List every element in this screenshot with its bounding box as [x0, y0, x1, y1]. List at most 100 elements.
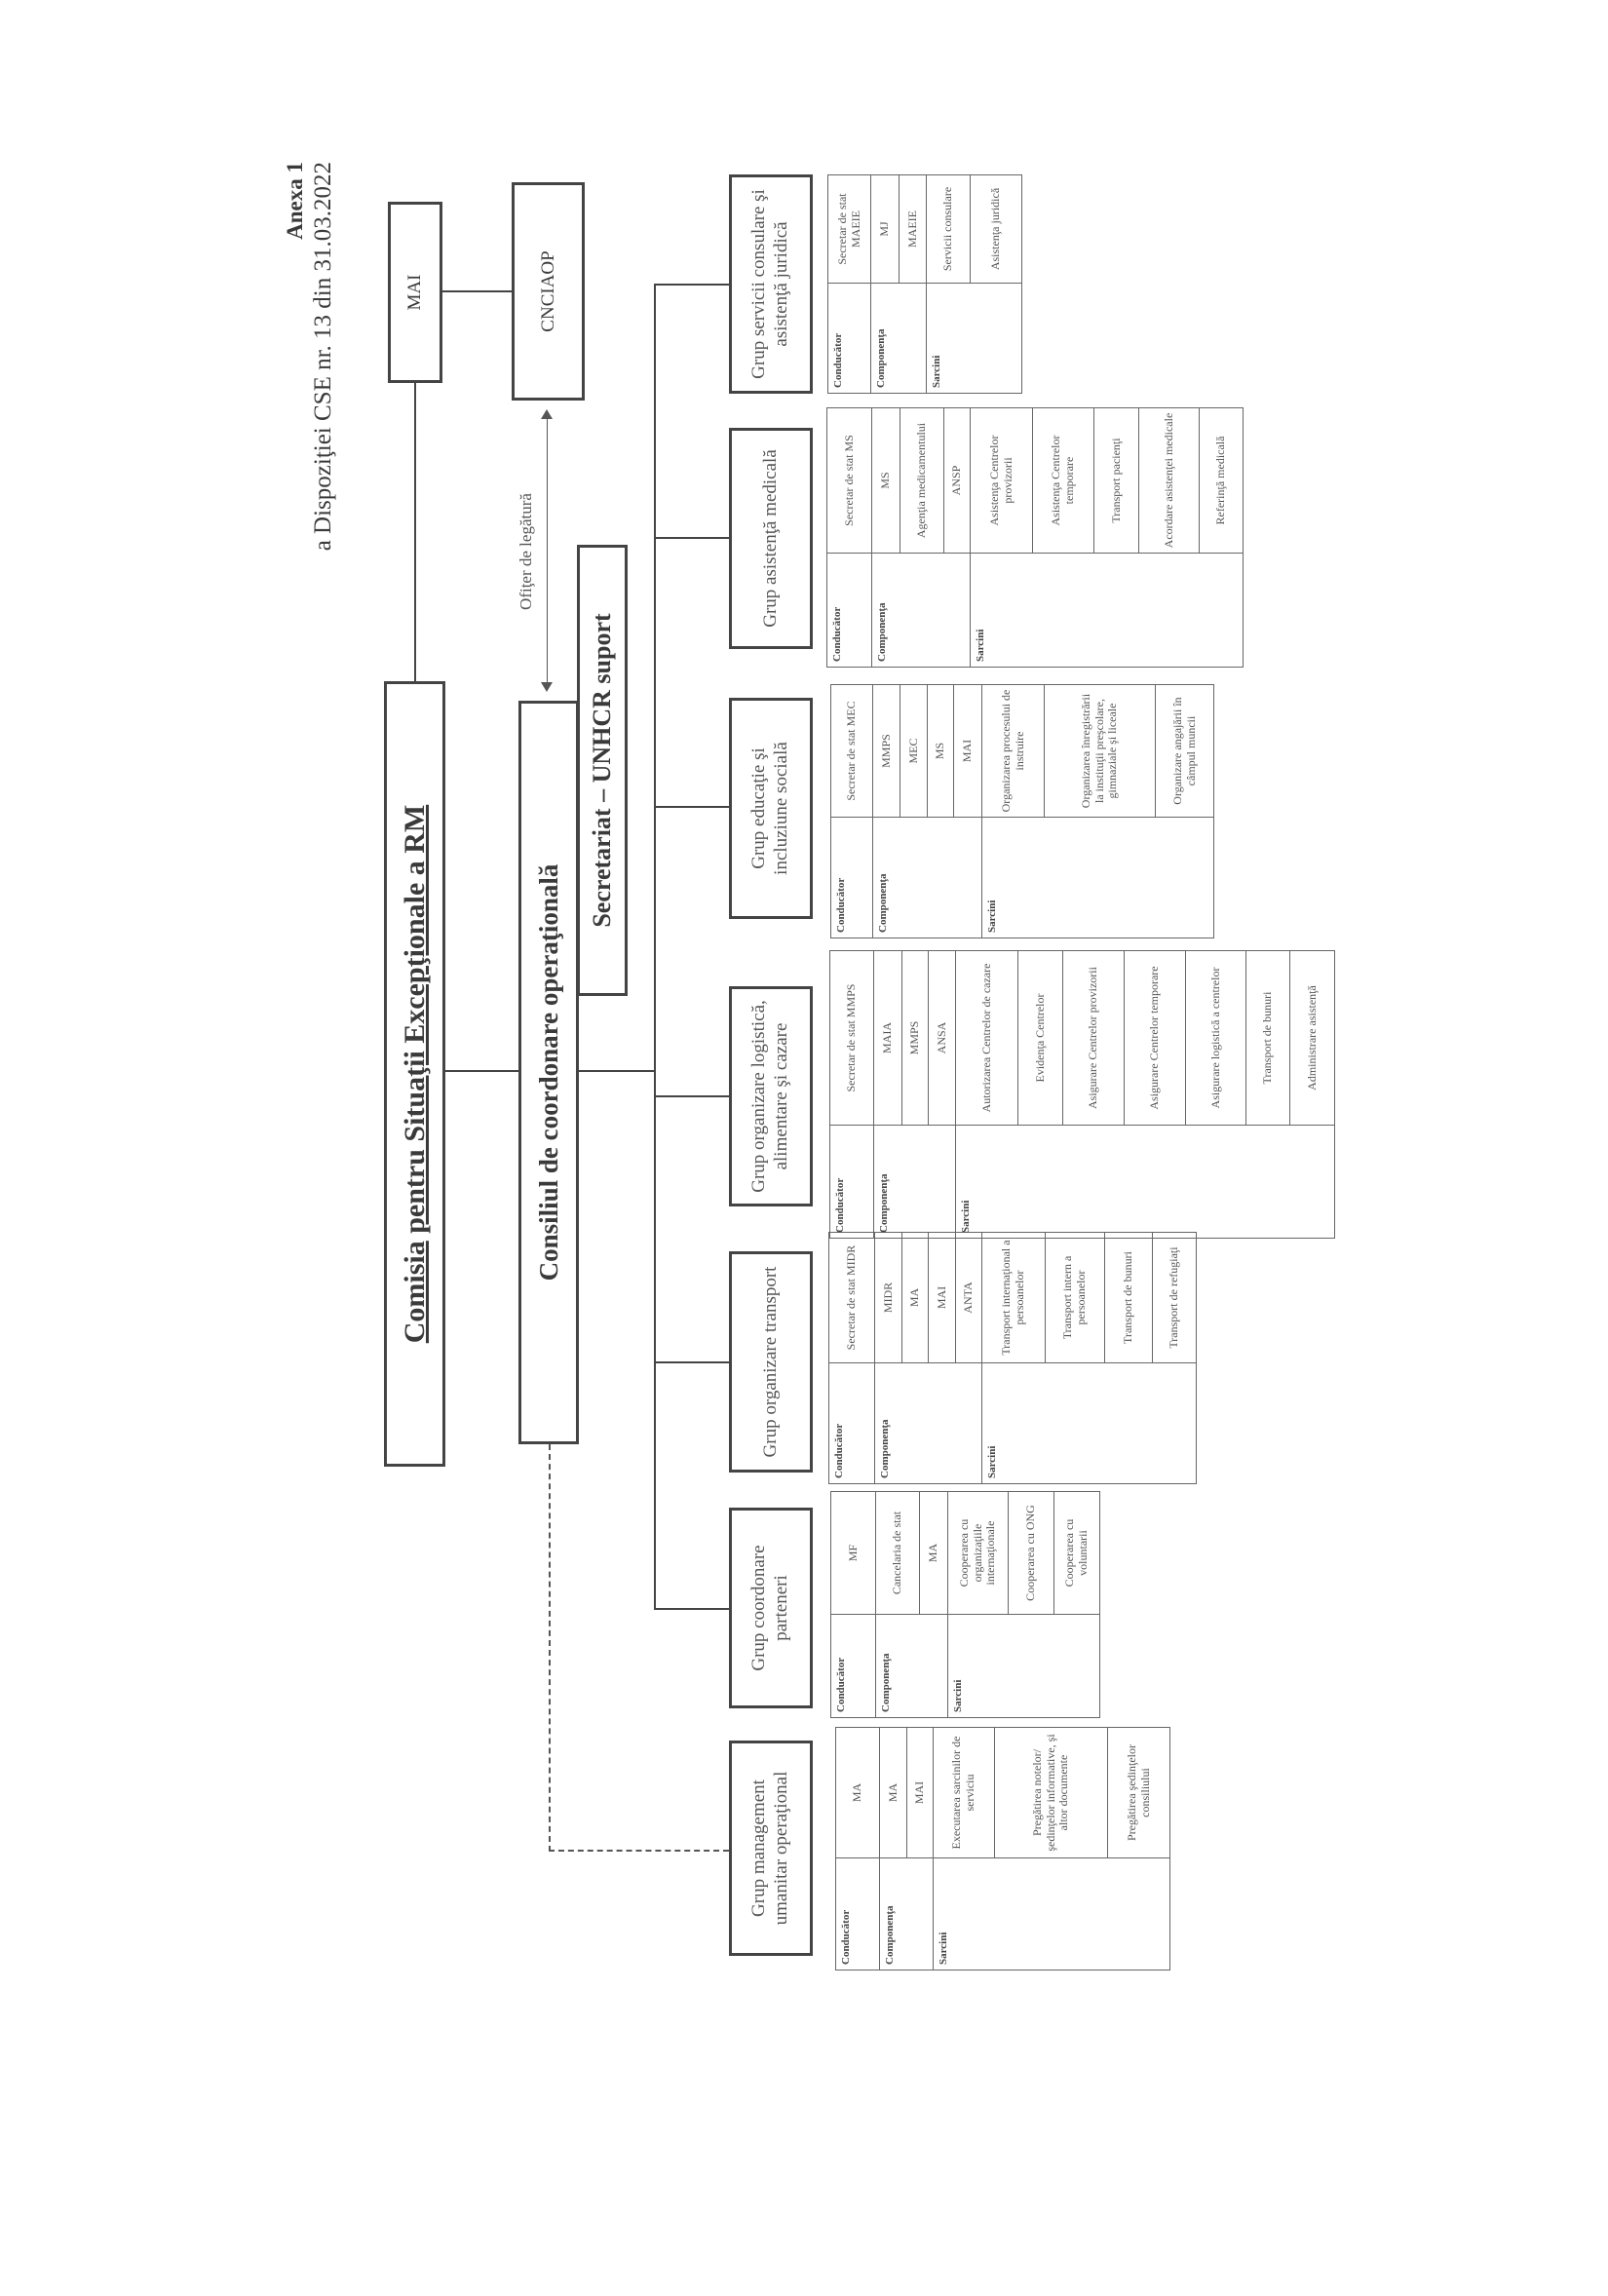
table-label-leader: Conducător — [830, 1125, 874, 1238]
table-cell: Cooperarea cu voluntarii — [1054, 1491, 1100, 1614]
table-cell: MAEIE — [900, 174, 927, 283]
group-box: Grup educaţie şi incluziune socială — [729, 698, 813, 919]
table-cell: Organizare angajării în câmpul muncii — [1156, 684, 1214, 817]
table-cell: Evidenţa Centrelor — [1018, 950, 1063, 1125]
table-cell: MJ — [871, 174, 900, 283]
table-cell: MA — [920, 1491, 948, 1614]
group-name: Grup educaţie şi incluziune socială — [748, 742, 791, 875]
table-cell: Cooperarea cu organizaţiile internaţiona… — [948, 1491, 1009, 1614]
group-box: Grup asistenţă medicală — [729, 428, 813, 649]
table-cell: ANSA — [929, 950, 956, 1125]
table-cell: Asistenţa Centrelor provizorii — [971, 407, 1033, 553]
table-cell: MA — [836, 1727, 880, 1857]
group-connector — [655, 1608, 729, 1610]
table-cell: Transport de bunuri — [1105, 1232, 1153, 1362]
table-values-tasks: Cooperarea cu organizaţiile internaţiona… — [948, 1491, 1100, 1614]
table-cell: Secretar de stat MS — [827, 407, 872, 553]
table-label-leader: Conducător — [828, 283, 871, 393]
table-cell: Agenţia medicamentului — [900, 407, 944, 553]
table-cell: Transport de refugiaţi — [1153, 1232, 1197, 1362]
table-cell: MS — [872, 407, 900, 553]
commission-title-prefix: Comisia — [398, 1241, 431, 1344]
group-name: Grup coordonare parteneri — [748, 1545, 791, 1671]
table-cell: Transport internaţional a persoanelor — [982, 1232, 1046, 1362]
table-cell: Pregătirea notelor/ şedinţelor informati… — [995, 1727, 1108, 1857]
table-label-tasks: Sarcini — [934, 1857, 1170, 1970]
table-cell: ANSP — [944, 407, 971, 553]
table-values-leader: Secretar de stat MAEIE — [828, 174, 871, 283]
table-cell: Transport pacienţi — [1094, 407, 1139, 553]
table-cell: Asistenţa juridică — [971, 174, 1022, 283]
table-cell: Cancelaria de stat — [876, 1491, 920, 1614]
commission-box: Comisia pentru Situaţii Excepţionale a R… — [384, 681, 445, 1467]
group-box: Grup organizare transport — [729, 1251, 813, 1473]
table-cell: MAIA — [874, 950, 902, 1125]
table-label-leader: Conducător — [827, 553, 872, 667]
table-cell: Administrare asistenţă — [1290, 950, 1335, 1125]
liaison-arrow — [547, 413, 548, 688]
table-cell: MS — [928, 684, 954, 817]
arrow-right-icon — [541, 409, 553, 419]
table-label-leader: Conducător — [831, 817, 873, 938]
annex-number: Anexa 1 — [283, 162, 307, 240]
group-name: Grup asistenţă medicală — [759, 449, 781, 628]
table-cell: MAI — [954, 684, 982, 817]
table-label-tasks: Sarcini — [956, 1125, 1335, 1238]
table-label-components: Componenţa — [874, 1125, 956, 1238]
liaison-label: Ofiţer de legătură — [517, 493, 535, 610]
table-cell: MMPS — [902, 950, 929, 1125]
table-cell: Asistenţa Centrelor temporare — [1033, 407, 1094, 553]
table-cell: Autorizarea Centrelor de cazare — [956, 950, 1018, 1125]
group-name: Grup organizare transport — [759, 1266, 781, 1458]
mai-label: MAI — [404, 274, 425, 311]
table-values-leader: Secretar de stat MEC — [831, 684, 873, 817]
table-cell: Asigurare logistică a centrelor — [1186, 950, 1246, 1125]
table-label-tasks: Sarcini — [948, 1614, 1100, 1717]
table-values-leader: MF — [831, 1491, 876, 1614]
table-cell: MMPS — [873, 684, 900, 817]
table-cell: MA — [902, 1232, 929, 1362]
mai-cnciaop-connector — [442, 290, 512, 292]
table-label-tasks: Sarcini — [982, 1362, 1197, 1483]
table-cell: ANTA — [956, 1232, 982, 1362]
table-cell: Asigurare Centrelor temporare — [1125, 950, 1186, 1125]
group-name: Grup organizare logistică, alimentare şi… — [748, 1000, 791, 1193]
dashed-link-vertical — [549, 1850, 729, 1852]
table-cell: Transport intern a persoanelor — [1046, 1232, 1105, 1362]
secretariat-box: Secretariat – UNHCR suport — [577, 545, 628, 996]
table-cell: Cooperarea cu ONG — [1009, 1491, 1054, 1614]
table-values-leader: Secretar de stat MS — [827, 407, 872, 553]
group-box: Grup servicii consulare şi asistenţă jur… — [729, 174, 813, 394]
table-label-components: Componenţa — [871, 283, 927, 393]
table-label-tasks: Sarcini — [982, 817, 1214, 938]
table-label-components: Componenţa — [876, 1614, 948, 1717]
